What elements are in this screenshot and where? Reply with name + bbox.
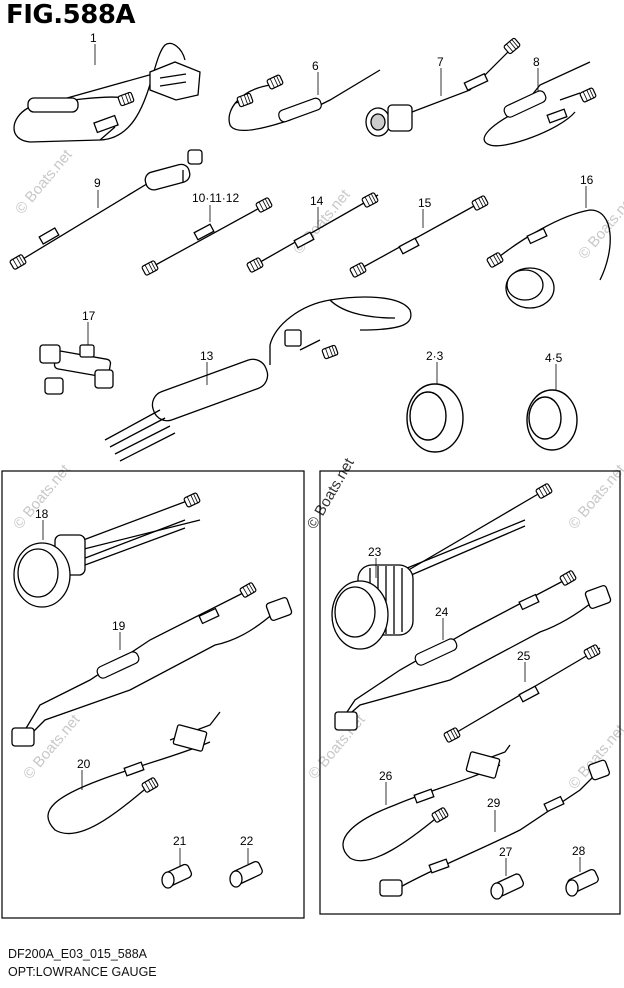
figure-title: FIG.588A [6, 0, 136, 30]
connector-icon [140, 259, 160, 277]
part-1-harness [13, 42, 201, 143]
part-21-terminator [161, 863, 193, 889]
part-8-harness [483, 61, 591, 147]
connector-icon [182, 491, 202, 509]
connector-icon [265, 73, 285, 91]
callout-29: 29 [487, 796, 501, 810]
part-16-gauge-cover [494, 209, 611, 309]
callout-23: 23 [368, 545, 382, 559]
part-23-gauge [331, 489, 546, 650]
watermark-text: © Boats.net [304, 455, 358, 532]
callout-4-5: 4·5 [545, 351, 563, 365]
part-9-sensor [17, 149, 203, 263]
part-22-terminator [229, 860, 263, 888]
connector-icon [582, 643, 602, 661]
part-7-bulkhead [365, 49, 511, 137]
callout-13: 13 [200, 349, 214, 363]
connector-icon [534, 482, 554, 500]
callout-21: 21 [173, 834, 187, 848]
connector-icon [558, 569, 578, 587]
callout-25: 25 [517, 649, 531, 663]
part-20-harness [47, 711, 221, 835]
connector-icon [117, 91, 135, 107]
watermark-text: © Boats.net [12, 146, 76, 218]
connector-icon [236, 92, 254, 108]
part-29-harness [379, 759, 610, 897]
callout-27: 27 [499, 845, 513, 859]
callout-8: 8 [533, 55, 540, 69]
connector-icon [245, 256, 265, 274]
kit-frame-right [319, 470, 621, 915]
part-14-cable [254, 194, 379, 266]
callout-6: 6 [312, 59, 319, 73]
callout-7: 7 [437, 55, 444, 69]
part-27-terminator [490, 873, 524, 900]
drawing-code: DF200A_E03_015_588A [8, 947, 148, 961]
part-13-harness [104, 296, 412, 462]
connector-icon [470, 194, 490, 212]
callout-17: 17 [82, 309, 96, 323]
watermark-text: © Boats.net [575, 191, 624, 263]
connector-icon [238, 581, 258, 599]
callout-16: 16 [580, 173, 594, 187]
callout-22: 22 [240, 834, 254, 848]
callout-20: 20 [77, 757, 91, 771]
connector-icon [578, 86, 598, 104]
connector-icon [442, 726, 462, 744]
callout-24: 24 [435, 605, 449, 619]
watermark-text: © Boats.net [565, 721, 624, 793]
part-18-gauge [13, 497, 201, 608]
part-24-harness [334, 579, 612, 731]
part-15-cable [357, 199, 486, 271]
part-19-harness [11, 591, 293, 747]
callout-1: 1 [90, 31, 97, 45]
part-4-5-bezel [526, 389, 578, 451]
part-26-harness [342, 744, 511, 862]
footer: DF200A_E03_015_588A OPT:LOWRANCE GAUGE [8, 945, 157, 981]
callout-14: 14 [310, 194, 324, 208]
callout-28: 28 [572, 844, 586, 858]
part-17-tee-connector [39, 344, 114, 395]
drawing-caption: OPT:LOWRANCE GAUGE [8, 965, 157, 979]
callout-26: 26 [379, 769, 393, 783]
callout-18: 18 [35, 507, 49, 521]
connector-icon [502, 37, 522, 55]
callout-19: 19 [112, 619, 126, 633]
callout-2-3: 2·3 [426, 349, 444, 363]
callout-9: 9 [94, 176, 101, 190]
connector-icon [348, 261, 368, 279]
part-2-3-bezel [406, 383, 464, 453]
connector-icon [254, 196, 274, 214]
connector-icon [8, 253, 28, 271]
connector-icon [321, 344, 339, 360]
kit-frame-left [1, 470, 305, 919]
callout-10-11-12: 10·11·12 [192, 191, 239, 205]
part-28-terminator [565, 868, 599, 897]
callout-15: 15 [418, 196, 432, 210]
part-25-cable [451, 647, 601, 736]
connector-icon [360, 191, 380, 209]
part-10-12-cable [149, 204, 266, 269]
